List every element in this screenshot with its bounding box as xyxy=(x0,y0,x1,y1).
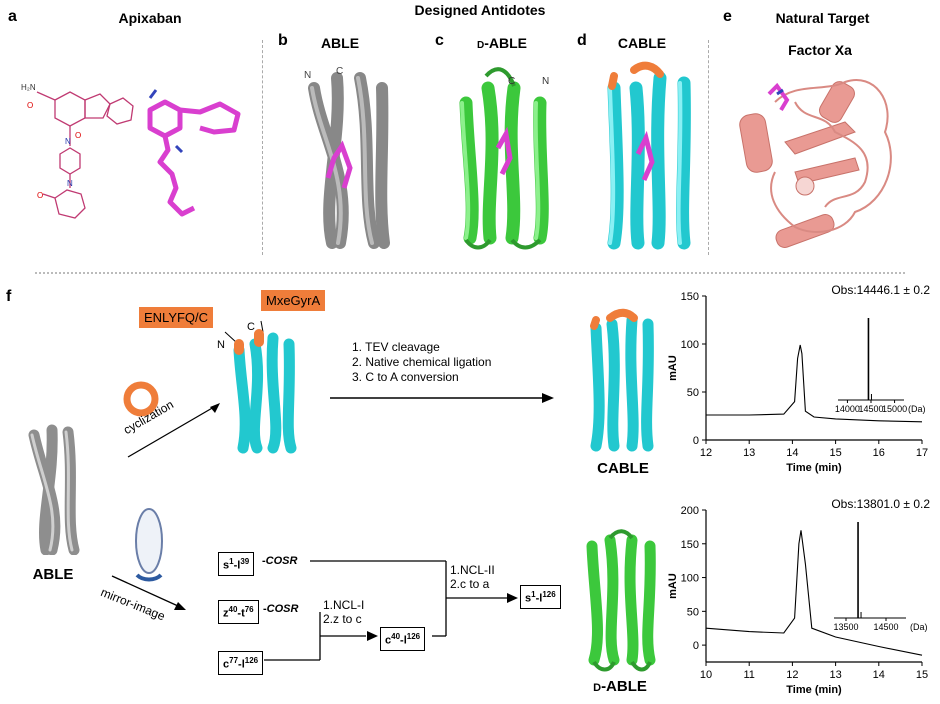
able-c-terminus: C xyxy=(336,66,343,77)
cable-synthesis-steps: 1. TEV cleavage 2. Native chemical ligat… xyxy=(352,340,491,385)
cable-helix-bundle xyxy=(607,61,691,250)
x-tick-label: 16 xyxy=(873,447,885,459)
designed-antidotes-header: Designed Antidotes xyxy=(414,2,546,18)
x-tick-label: 11 xyxy=(743,669,754,681)
svg-text:N: N xyxy=(67,179,73,188)
cyclization-arrow xyxy=(127,403,220,458)
x-tick-label: 17 xyxy=(916,447,928,459)
able-source-bundle xyxy=(28,424,80,555)
x-tick-label: 15 xyxy=(829,447,841,459)
inset-unit-label: (Da) xyxy=(908,404,926,414)
peptide-z40-cosr: -COSR xyxy=(263,603,299,615)
cable-title: CABLE xyxy=(617,35,667,51)
x-tick-label: 14 xyxy=(786,447,798,459)
y-tick-label: 100 xyxy=(681,573,699,585)
y-axis-label: mAU xyxy=(667,355,679,381)
apixaban-3d-stick xyxy=(147,89,241,217)
panel-label-a: a xyxy=(8,8,17,25)
y-tick-label: 50 xyxy=(687,387,699,399)
svg-text:O: O xyxy=(75,131,81,140)
d-able-c-terminus: C xyxy=(508,76,515,87)
d-able-helix-bundle: C N xyxy=(459,67,549,250)
precursor-n-terminus: N xyxy=(217,339,225,351)
step-ncl: 2. Native chemical ligation xyxy=(352,355,492,369)
mass-obs-label: Obs:13801.0 ± 0.2 xyxy=(831,497,930,511)
panel-label-d: d xyxy=(577,32,587,49)
svg-text:O: O xyxy=(37,191,43,200)
cable-product-label: CABLE xyxy=(597,460,649,477)
mass-obs-label: Obs:14446.1 ± 0.2 xyxy=(831,283,930,297)
y-tick-label: 0 xyxy=(693,435,699,447)
svg-text:N: N xyxy=(65,137,71,146)
mirror-icon xyxy=(135,508,163,582)
inset-x-tick-label: 13500 xyxy=(833,622,858,632)
inset-x-tick-label: 15000 xyxy=(882,404,907,414)
d-able-title: D-ABLE xyxy=(476,35,527,51)
svg-text:O: O xyxy=(27,101,33,110)
able-workflow-label: ABLE xyxy=(32,566,74,583)
y-tick-label: 150 xyxy=(681,539,699,551)
inset-x-tick-label: 14000 xyxy=(835,404,860,414)
x-tick-label: 12 xyxy=(700,447,712,459)
x-tick-label: 10 xyxy=(700,669,712,681)
y-tick-label: 150 xyxy=(681,291,699,303)
d-able-n-terminus: N xyxy=(542,76,549,87)
intein-tag: MxeGyrA xyxy=(261,290,326,311)
inset-x-tick-label: 14500 xyxy=(873,622,898,632)
peptide-s1-l126-box: s1-l126 xyxy=(520,585,561,609)
inset-x-tick-label: 14500 xyxy=(858,404,883,414)
step-tev: 1. TEV cleavage xyxy=(352,340,440,354)
factor-xa-structure xyxy=(739,79,892,248)
able-n-terminus: N xyxy=(304,70,311,81)
d-able-product-bundle xyxy=(586,529,656,672)
svg-text:H₂N: H₂N xyxy=(21,83,36,92)
mirror-arrow xyxy=(111,575,186,610)
y-tick-label: 0 xyxy=(693,640,699,652)
tev-tag: ENLYFQ/C xyxy=(139,307,214,328)
y-tick-label: 100 xyxy=(681,339,699,351)
inset-unit-label: (Da) xyxy=(910,622,928,632)
cable-product-bundle xyxy=(590,308,654,452)
peptide-s1-cosr: -COSR xyxy=(262,555,298,567)
d-able-product-label: D-ABLE xyxy=(593,678,647,695)
x-tick-label: 12 xyxy=(786,669,798,681)
y-axis-label: mAU xyxy=(667,573,679,599)
able-helix-bundle: N C xyxy=(304,66,390,249)
panel-label-f: f xyxy=(6,288,12,305)
panel-label-e: e xyxy=(723,8,732,25)
step-c-to-a: 3. C to A conversion xyxy=(352,370,459,384)
factor-xa-title: Factor Xa xyxy=(788,42,852,58)
divider-right xyxy=(708,40,709,255)
precursor-c-terminus: C xyxy=(247,321,255,333)
apixaban-title: Apixaban xyxy=(118,10,182,26)
apixaban-2d-structure: H₂N O O N O N xyxy=(21,83,134,219)
peptide-s1-l39-box: s1-l39 xyxy=(218,552,255,576)
peptide-z40-t76-box: z40-t76 xyxy=(218,600,259,624)
panel-label-c: c xyxy=(435,32,444,49)
able-title: ABLE xyxy=(320,35,360,51)
x-tick-label: 13 xyxy=(829,669,841,681)
y-tick-label: 200 xyxy=(681,505,699,517)
peptide-c77-l126-box: c77-l126 xyxy=(218,651,264,675)
x-tick-label: 15 xyxy=(916,669,928,681)
x-axis-label: Time (min) xyxy=(786,684,842,696)
cyclization-ring-icon xyxy=(123,381,159,417)
divider-row xyxy=(35,272,905,274)
panel-label-b: b xyxy=(278,32,288,49)
natural-target-title: Natural Target xyxy=(775,10,870,26)
x-axis-label: Time (min) xyxy=(786,462,842,474)
cable-precursor-bundle: N C xyxy=(217,320,297,454)
y-tick-label: 50 xyxy=(687,606,699,618)
x-tick-label: 14 xyxy=(873,669,885,681)
chromatogram-trace xyxy=(705,530,923,656)
chromatogram-trace xyxy=(706,344,923,423)
cable-synthesis-arrow xyxy=(330,393,554,403)
divider-left xyxy=(262,40,263,255)
peptide-c40-l126-box: c40-l126 xyxy=(380,627,426,651)
x-tick-label: 13 xyxy=(743,447,755,459)
